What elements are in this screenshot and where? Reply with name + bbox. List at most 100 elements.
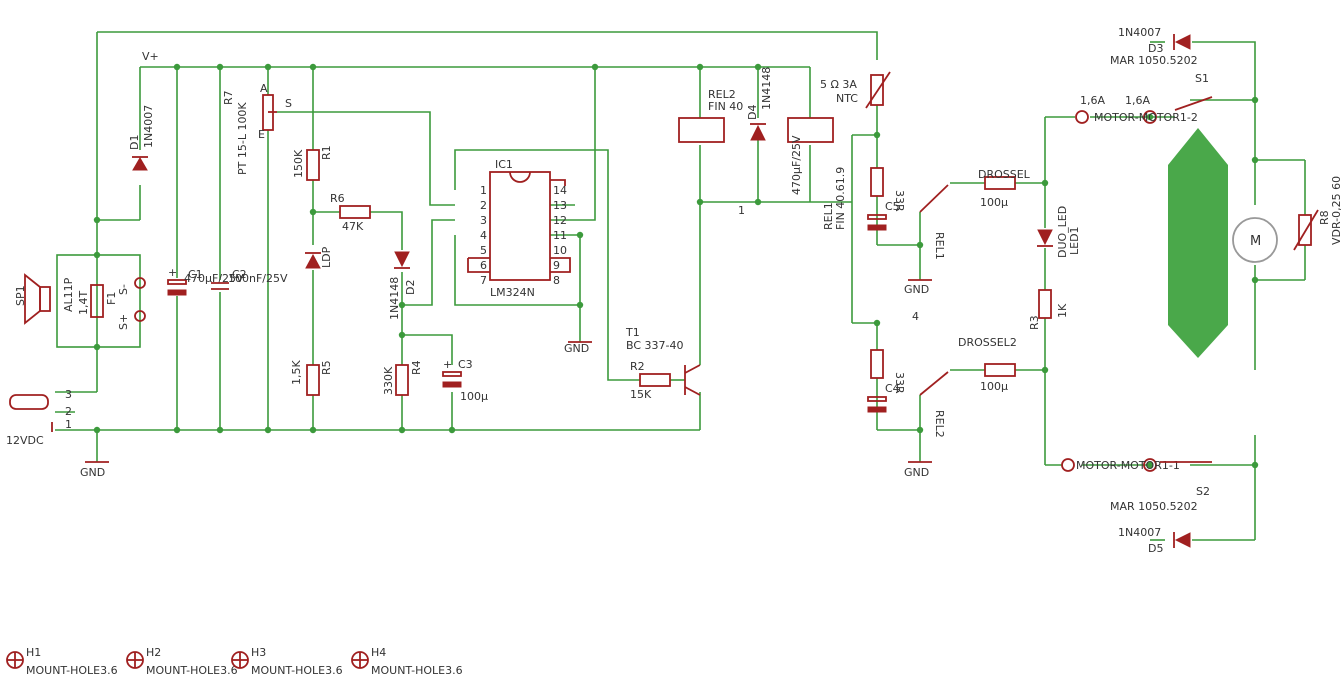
c5-ref: C5 <box>885 200 900 213</box>
motor-bot-label: MOTOR-MOTOR1-1 <box>1076 459 1180 472</box>
conn-pin-2: 2 <box>65 405 72 418</box>
h1-value: MOUNT-HOLE3.6 <box>26 664 118 677</box>
s2-value: MAR 1050.5202 <box>1110 500 1198 513</box>
speaker-sp1: SP1 AL11P <box>14 273 75 325</box>
diode-d2: 1N4148 D2 <box>388 251 417 320</box>
c3-ref: C3 <box>458 358 473 371</box>
rel1-sw-ref: REL1 <box>933 232 946 260</box>
c3-value: 100µ <box>460 390 488 403</box>
mount-hole-h2: H2 MOUNT-HOLE3.6 <box>126 646 238 677</box>
r4-ref: R4 <box>410 360 423 375</box>
drossel1-value: 100µ <box>980 196 1008 209</box>
r1-ref: R1 <box>320 145 333 160</box>
potentiometer-r7: R7 PT 15-L 100K A E S <box>222 82 292 175</box>
c4-value: 33R <box>893 372 906 394</box>
ic1-pin-8: 8 <box>553 274 560 287</box>
fuse-label-1: 1,6A <box>1080 94 1105 107</box>
fuse-pin-minus: S- <box>117 284 130 295</box>
h3-value: MOUNT-HOLE3.6 <box>251 664 343 677</box>
s2-ref: S2 <box>1196 485 1210 498</box>
ic1-pin-11: 11 <box>553 229 567 242</box>
ic1-pin-10: 10 <box>553 244 567 257</box>
ntc-value: 5 Ω 3A <box>820 78 857 91</box>
r7-pin-s: S <box>285 97 292 110</box>
ic1-value: LM324N <box>490 286 535 299</box>
r4-value: 330K <box>382 366 395 395</box>
d2-ref: D2 <box>404 280 417 295</box>
d1-ref: D1 <box>128 135 141 150</box>
r7-value: PT 15-L 100K <box>236 102 249 175</box>
switch-s1: S1 <box>1174 72 1213 111</box>
svg-text:+: + <box>168 266 177 279</box>
c2-value: 100nF/25V <box>228 272 288 285</box>
ic1-pin-6: 6 <box>480 259 487 272</box>
rel1-top-value: FIN 40.61.9 <box>834 167 847 230</box>
capacitor-c5: 33R C5 <box>867 167 906 231</box>
photodiode-ldp: LDP <box>305 246 333 269</box>
ic1-pin-12: 12 <box>553 214 567 227</box>
d2-value: 1N4148 <box>388 277 401 320</box>
r2-ref: R2 <box>630 360 645 373</box>
r1-value: 150K <box>292 149 305 178</box>
junctions <box>93 63 1259 469</box>
rel2-top-value: FIN 40 <box>708 100 743 113</box>
h2-value: MOUNT-HOLE3.6 <box>146 664 238 677</box>
svg-text:+: + <box>443 358 452 371</box>
capacitor-c3: + C3 100µ <box>442 358 488 403</box>
gnd-label-3: GND <box>904 283 929 296</box>
resistor-r5: 1,5K R5 <box>290 360 333 396</box>
resistor-r2: R2 15K <box>630 360 671 401</box>
r7-pin-e: E <box>258 128 265 141</box>
conn-pin-1: 1 <box>65 418 72 431</box>
vplus-label: V+ <box>142 50 159 63</box>
r7-pin-a: A <box>260 82 268 95</box>
d5-value: 1N4007 <box>1118 526 1161 539</box>
varistor-r8: R8 VDR-0,25 60 <box>1293 176 1342 251</box>
ic1-ref: IC1 <box>495 158 513 171</box>
led-duo: DUO_LED LED1 <box>1037 206 1081 258</box>
ldp-ref: LDP <box>320 246 333 268</box>
gnd-label-1: GND <box>80 466 105 479</box>
capacitor-c4: 33R C4 <box>867 349 906 413</box>
h4-ref: H4 <box>371 646 386 659</box>
r3-value: 1K <box>1056 303 1069 318</box>
node-one-label: 1 <box>738 204 745 217</box>
rel1-top-ref: REL1 <box>822 202 835 230</box>
d4-value: 1N4148 <box>760 67 773 110</box>
diode-d4: D4 1N4148 <box>746 67 773 141</box>
capacitor-c1: + C1 <box>167 266 203 296</box>
rel2-top-ref: REL2 <box>708 88 736 101</box>
t1-value: BC 337-40 <box>626 339 684 352</box>
resistor-r1: 150K R1 <box>292 145 333 181</box>
relay-coil-rel2: REL2 FIN 40 <box>678 88 743 143</box>
resistor-r3: R3 1K <box>1028 289 1069 330</box>
s1-ref: S1 <box>1195 72 1209 85</box>
cap-mid-value: 470µF/25V <box>790 135 803 195</box>
mount-holes: H1 MOUNT-HOLE3.6 H2 MOUNT-HOLE3.6 H3 MOU… <box>6 646 463 677</box>
led1-value: DUO_LED <box>1056 206 1069 258</box>
resistor-r6: R6 47K <box>330 192 371 233</box>
motor-top-label: MOTOR-MOTOR1-2 <box>1094 111 1198 124</box>
diode-d3: 1N4007 D3 <box>1118 26 1191 55</box>
c4-ref: C4 <box>885 382 900 395</box>
r8-value: VDR-0,25 60 <box>1330 176 1342 245</box>
ic1-pin-3: 3 <box>480 214 487 227</box>
ic-lm324n: IC1 LM324N 1 2 3 4 5 6 7 14 13 12 11 10 … <box>467 158 571 299</box>
inductor-drossel2: DROSSEL2 100µ <box>958 336 1017 393</box>
drossel2-value: 100µ <box>980 380 1008 393</box>
c5-value: 33R <box>893 190 906 212</box>
mount-hole-h1: H1 MOUNT-HOLE3.6 <box>6 646 118 677</box>
connector-12vdc: 3 2 1 12VDC <box>6 388 72 447</box>
r2-value: 15K <box>630 388 652 401</box>
d3-value: 1N4007 <box>1118 26 1161 39</box>
ntc-thermistor: 5 Ω 3A NTC <box>820 71 891 109</box>
ic1-pin-9: 9 <box>553 259 560 272</box>
drossel1-ref: DROSSEL <box>978 168 1031 181</box>
drossel2-ref: DROSSEL2 <box>958 336 1017 349</box>
r8-ref: R8 <box>1318 210 1331 225</box>
mount-hole-h3: H3 MOUNT-HOLE3.6 <box>231 646 343 677</box>
h4-value: MOUNT-HOLE3.6 <box>371 664 463 677</box>
ic1-pin-1: 1 <box>480 184 487 197</box>
node-four-label: 4 <box>912 310 919 323</box>
